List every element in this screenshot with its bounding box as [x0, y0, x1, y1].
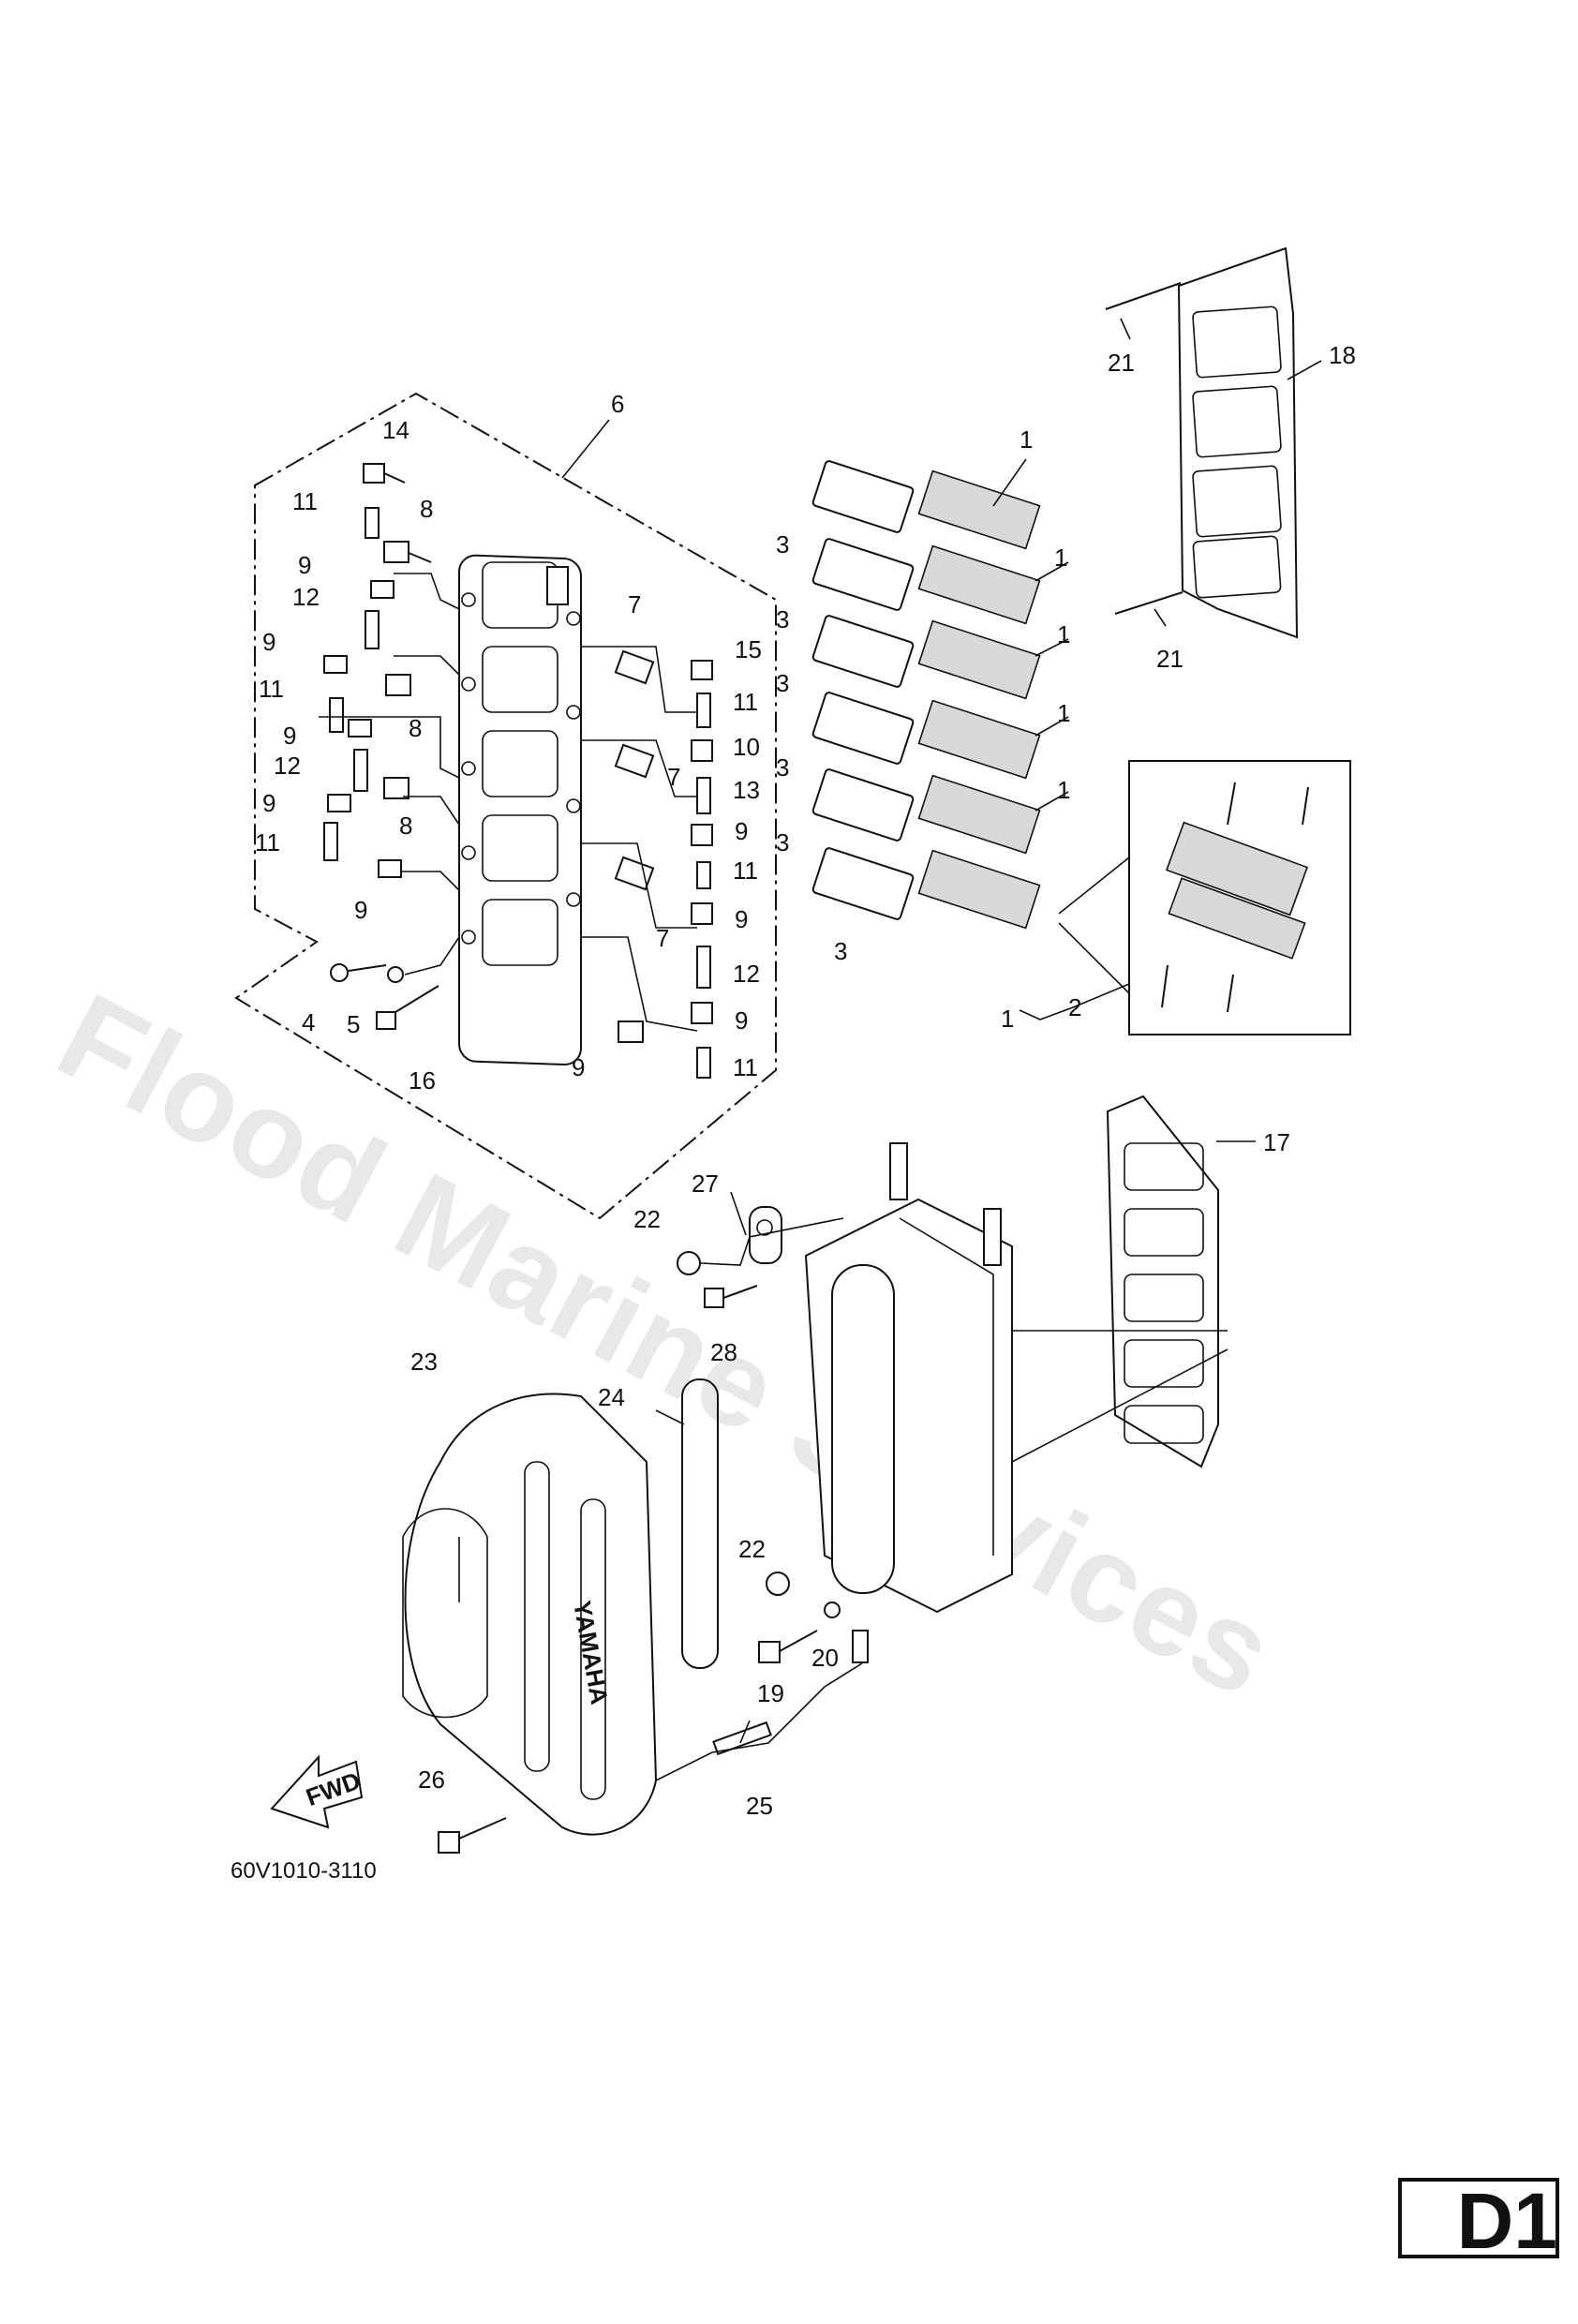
callout-7: 7: [628, 590, 641, 618]
figure-number: 60V1010-3110: [231, 1858, 377, 1884]
callout-27: 27: [692, 1169, 719, 1198]
callout-3: 3: [776, 669, 789, 697]
callout-24: 24: [598, 1383, 625, 1411]
gasket-18: [1105, 246, 1299, 639]
bolts-left: [330, 936, 460, 1030]
callout-9: 9: [283, 722, 296, 750]
page-code: D1: [1456, 2177, 1557, 2265]
callout-labels: 1 1 1 1 1 1 2 3 3 3 3 3 3 4 5 6 7 7 7 8 …: [255, 341, 1356, 1820]
callout-9: 9: [735, 1006, 748, 1035]
callout-9: 9: [354, 896, 367, 924]
gasket-17: [1106, 1095, 1219, 1468]
callout-4: 4: [302, 1008, 315, 1036]
callout-22: 22: [633, 1205, 661, 1233]
callout-21: 21: [1156, 645, 1184, 673]
callout-19: 19: [757, 1679, 784, 1707]
callout-11: 11: [733, 688, 758, 716]
callout-9: 9: [262, 789, 275, 817]
right-fittings: [581, 646, 713, 1079]
callout-6: 6: [611, 390, 624, 418]
callout-17: 17: [1263, 1128, 1290, 1156]
left-fittings: [319, 463, 460, 891]
callout-9: 9: [262, 628, 275, 656]
callout-11: 11: [292, 487, 318, 515]
callout-1: 1: [1054, 544, 1067, 572]
callout-1: 1: [1001, 1005, 1014, 1033]
callout-12: 12: [292, 583, 320, 611]
callout-7: 7: [656, 924, 669, 952]
intake-silencer: [402, 1393, 658, 1836]
o-ring-24: [681, 1378, 719, 1669]
callout-3: 3: [776, 828, 789, 857]
callout-16: 16: [409, 1066, 436, 1095]
callout-5: 5: [347, 1010, 360, 1038]
callout-1: 1: [1057, 699, 1070, 727]
callout-2: 2: [1068, 993, 1081, 1021]
callout-22: 22: [738, 1535, 766, 1563]
leader-lines: [458, 318, 1322, 1744]
intake-housing: [804, 1142, 1228, 1614]
assembly-boundary-6: [234, 392, 777, 1220]
callout-11: 11: [733, 857, 758, 885]
callout-3: 3: [776, 753, 789, 782]
callout-9: 9: [735, 817, 748, 845]
callout-1: 1: [1020, 425, 1033, 454]
callout-8: 8: [399, 812, 412, 840]
callout-10: 10: [733, 733, 760, 761]
callout-25: 25: [746, 1792, 773, 1820]
callout-26: 26: [418, 1765, 445, 1794]
fwd-arrow-icon: FWD: [270, 1754, 364, 1829]
callout-3: 3: [776, 530, 789, 559]
callout-7: 7: [667, 763, 680, 791]
callout-20: 20: [811, 1644, 839, 1672]
reed-detail-inset: [1058, 760, 1351, 1035]
callout-9: 9: [735, 905, 748, 933]
callout-1: 1: [1057, 776, 1070, 804]
callout-8: 8: [420, 495, 433, 523]
callout-15: 15: [735, 635, 762, 663]
callout-11: 11: [733, 1053, 758, 1081]
callout-11: 11: [255, 828, 280, 857]
callout-21: 21: [1108, 349, 1135, 377]
callout-9: 9: [572, 1053, 585, 1081]
callout-3: 3: [834, 937, 847, 965]
callout-23: 23: [410, 1348, 438, 1376]
bracket-bolts: [677, 1206, 844, 1308]
callout-14: 14: [382, 416, 409, 444]
callout-28: 28: [710, 1338, 737, 1366]
reed-blocks: [917, 469, 1041, 930]
callout-12: 12: [274, 752, 301, 780]
callout-13: 13: [733, 776, 760, 804]
callout-18: 18: [1329, 341, 1356, 369]
callout-12: 12: [733, 960, 760, 988]
page-code-box: D1: [1398, 2177, 1559, 2265]
callout-3: 3: [776, 605, 789, 633]
reed-gaskets: [811, 460, 915, 920]
manifold-plate: [458, 554, 582, 1066]
callout-1: 1: [1057, 620, 1070, 648]
callout-11: 11: [259, 675, 284, 703]
callout-9: 9: [298, 551, 311, 579]
callout-8: 8: [409, 714, 422, 742]
